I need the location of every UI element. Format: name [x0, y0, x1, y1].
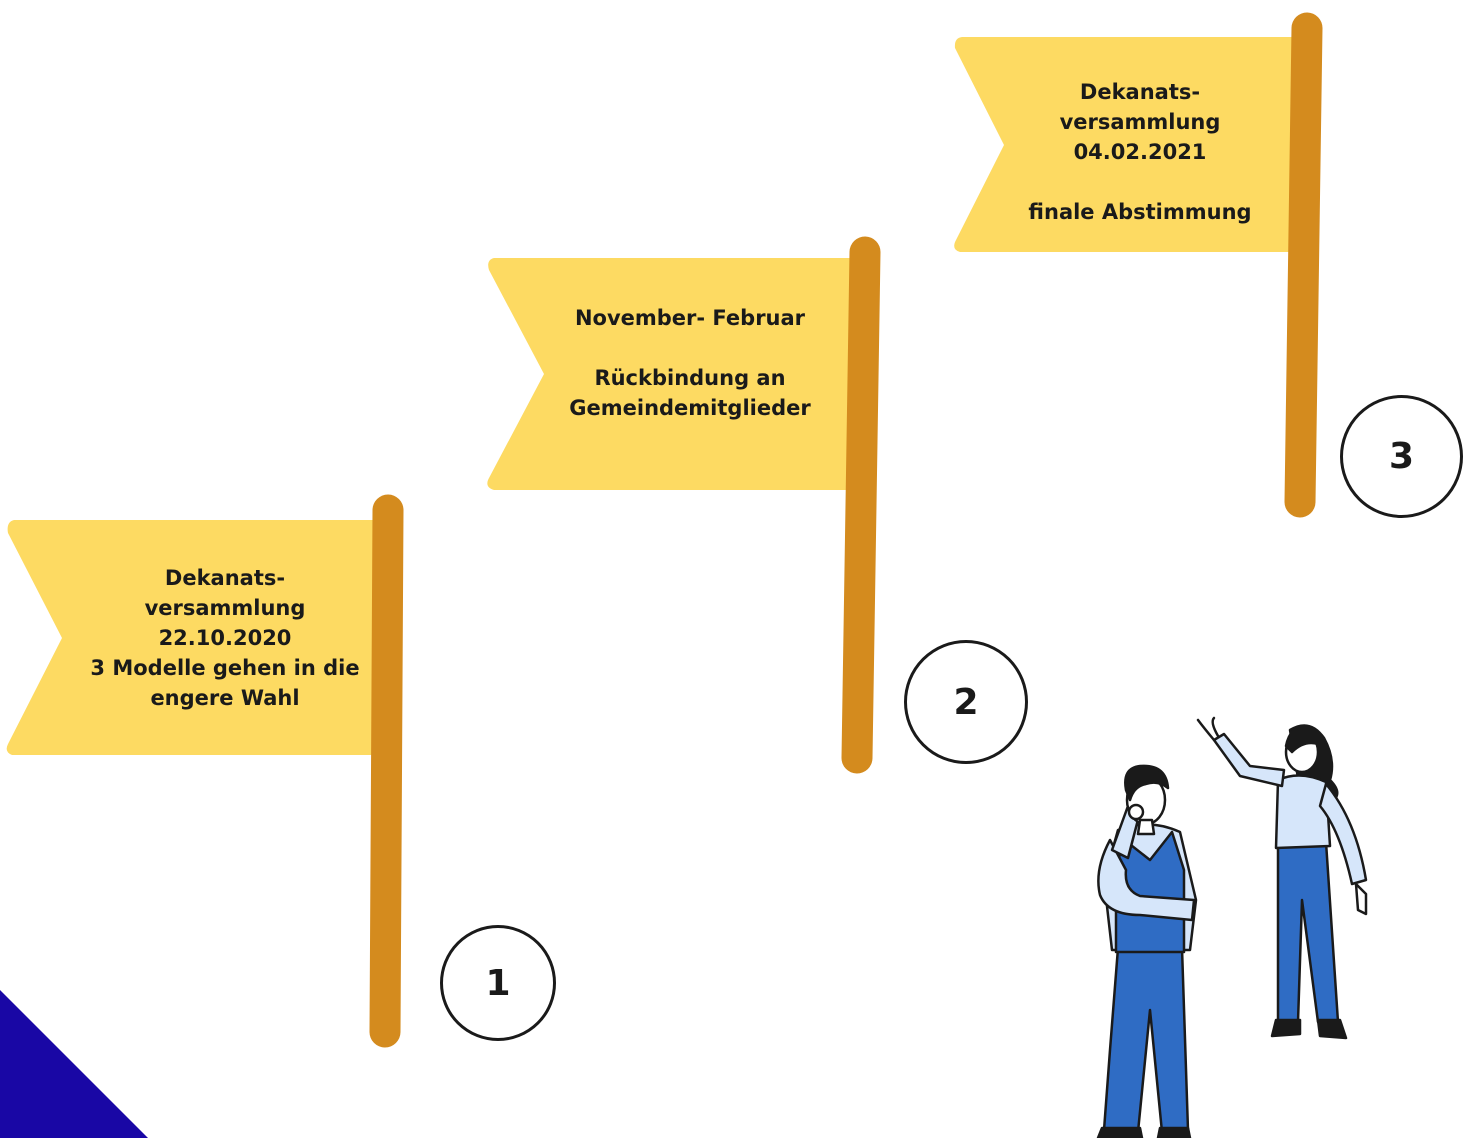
corner-triangle	[0, 990, 148, 1138]
flag-banner-1	[6, 520, 393, 755]
flag-banner-3	[954, 37, 1305, 252]
flag-pole-2	[841, 236, 881, 774]
flag-text-1: Dekanats- versammlung 22.10.2020 3 Model…	[90, 566, 360, 710]
step-number-circle-2: 2	[904, 640, 1028, 764]
step-number-circle-1: 1	[440, 925, 556, 1041]
flag-text-2: November- Februar Rückbindung an Gemeind…	[569, 306, 811, 420]
step-number-circle-3: 3	[1340, 395, 1463, 518]
flag-text-3: Dekanats- versammlung 04.02.2021 finale …	[1028, 80, 1252, 224]
flag-banner-2	[487, 258, 862, 490]
flag-pole-3	[1284, 12, 1323, 518]
man-figure	[1096, 764, 1198, 1138]
woman-figure	[1196, 716, 1368, 1040]
flag-pole-1	[369, 494, 404, 1048]
